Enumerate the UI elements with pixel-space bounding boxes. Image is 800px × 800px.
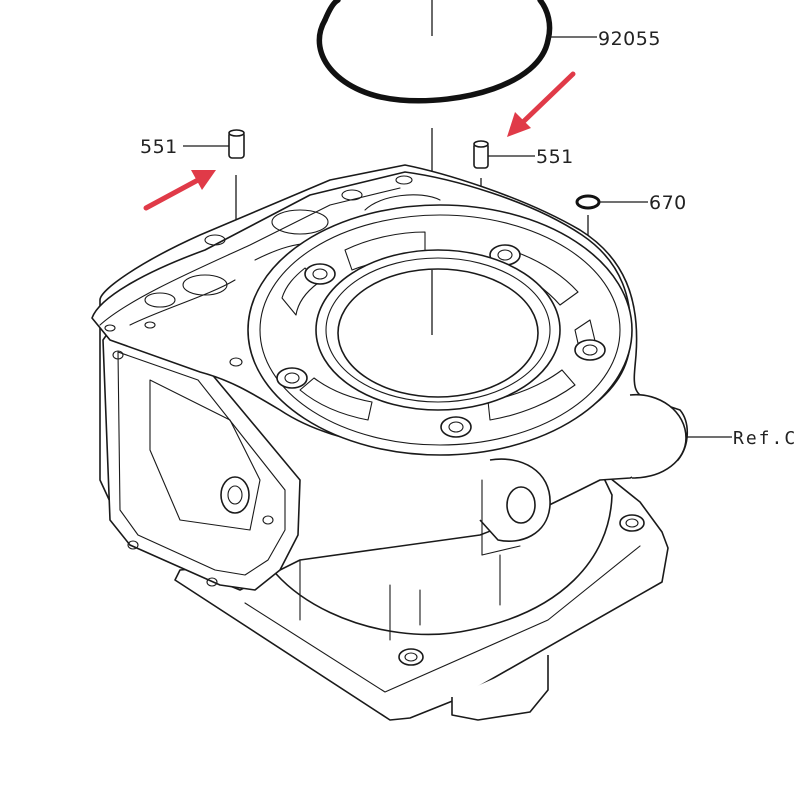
side-flange <box>102 329 301 591</box>
callout-ref-c: Ref.C <box>733 428 797 449</box>
callout-670: 670 <box>649 192 687 214</box>
small-o-ring <box>575 194 601 210</box>
cylinder-bore <box>315 249 561 411</box>
dowel-pin-right <box>473 140 489 169</box>
red-arrow-right <box>507 71 576 137</box>
callout-92055: 92055 <box>598 28 661 50</box>
callout-551-left: 551 <box>140 136 178 158</box>
head-gasket-ring <box>316 0 553 104</box>
dowel-pin-left <box>228 129 245 159</box>
callout-551-right: 551 <box>536 146 574 168</box>
red-arrow-left <box>143 170 216 211</box>
